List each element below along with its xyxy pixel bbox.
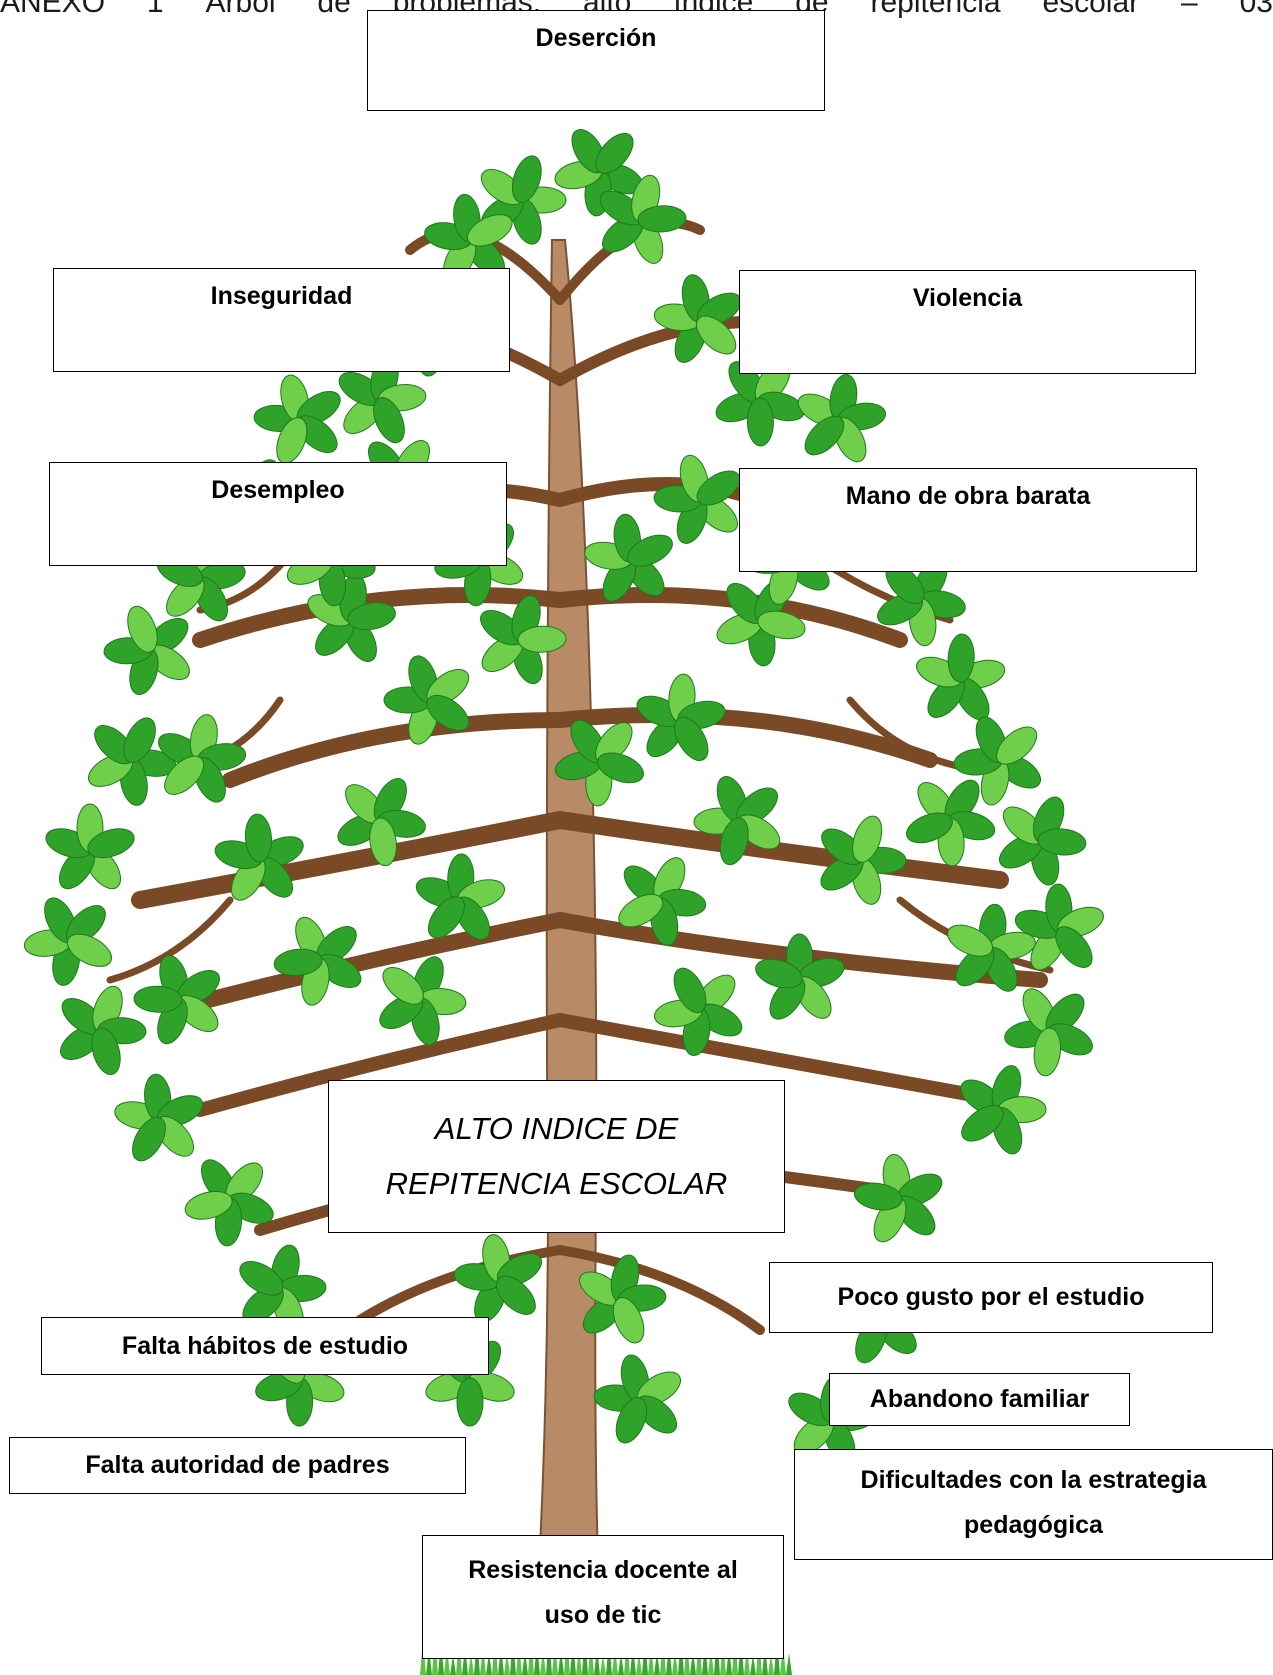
- branch: [170, 920, 560, 1010]
- effect-violencia: Violencia: [739, 270, 1196, 374]
- leaf: [457, 1378, 483, 1426]
- grass-blade: [786, 1653, 792, 1675]
- leaf-cluster: [303, 573, 398, 667]
- leaf-cluster: [104, 602, 196, 697]
- leaf-cluster: [253, 372, 346, 467]
- central-problem: ALTO INDICE DE REPITENCIA ESCOLAR: [328, 1080, 785, 1233]
- leaf-cluster: [55, 982, 147, 1077]
- leaf-cluster: [653, 452, 745, 547]
- leaf-cluster: [83, 713, 177, 808]
- leaf-cluster: [793, 373, 887, 467]
- effect-desempleo: Desempleo: [49, 462, 507, 566]
- leaf-cluster: [453, 1232, 547, 1327]
- effect-inseguridad: Inseguridad: [53, 268, 510, 372]
- leaf-cluster: [853, 1153, 947, 1247]
- leaf-cluster: [23, 893, 117, 988]
- leaf: [747, 398, 774, 446]
- leaf-cluster: [374, 952, 467, 1047]
- cause-abandono: Abandono familiar: [829, 1373, 1130, 1426]
- tree-trunk: [535, 240, 602, 1640]
- leaf-cluster: [593, 1352, 686, 1447]
- leaf-cluster: [1002, 983, 1097, 1077]
- leaf-cluster: [42, 804, 138, 895]
- cause-poco-gusto: Poco gusto por el estudio: [769, 1262, 1213, 1333]
- leaf-cluster: [633, 673, 728, 766]
- central-problem-line2: REPITENCIA ESCOLAR: [329, 1157, 784, 1211]
- leaf-cluster: [112, 1073, 207, 1166]
- cause-falta-habitos: Falta hábitos de estudio: [41, 1317, 489, 1375]
- leaf-cluster: [955, 1062, 1046, 1158]
- leaf-cluster: [994, 793, 1087, 888]
- cause-resistencia: Resistencia docente al uso de tic: [422, 1535, 784, 1659]
- cause-dificultades: Dificultades con la estrategia pedagógic…: [794, 1449, 1273, 1560]
- branch: [230, 720, 560, 780]
- effect-mano-de-obra: Mano de obra barata: [739, 468, 1197, 572]
- central-problem-line1: ALTO INDICE DE: [329, 1102, 784, 1156]
- effect-desercion: Deserción: [367, 10, 825, 111]
- leaf-cluster: [912, 633, 1007, 725]
- cause-falta-autoridad: Falta autoridad de padres: [9, 1437, 466, 1494]
